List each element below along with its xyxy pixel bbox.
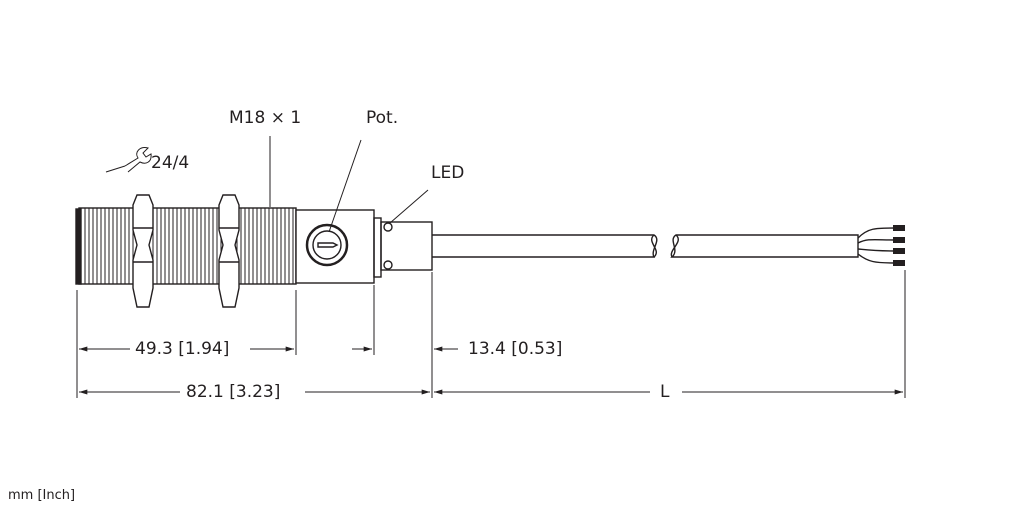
wrench-size-label: 24/4 [151, 153, 190, 173]
wrench-icon [124, 147, 152, 173]
sensor-face [75, 208, 82, 285]
cable-end [670, 234, 859, 258]
threaded-body [78, 207, 297, 285]
potentiometer[interactable] [305, 223, 349, 267]
cable-break-left [651, 234, 657, 258]
nut-1 [132, 194, 154, 308]
led-label: LED [431, 163, 465, 183]
thread-label: M18 × 1 [229, 108, 302, 128]
pot-label: Pot. [366, 108, 399, 128]
connector-sleeve [380, 221, 433, 271]
dim-cable-length: L [660, 382, 670, 402]
nut-2 [218, 194, 240, 308]
dim-total-length: 82.1 [3.23] [186, 382, 281, 402]
collar [373, 217, 382, 278]
cable [432, 234, 658, 258]
dim-connector-length: 13.4 [0.53] [468, 339, 563, 359]
units-note: mm [Inch] [8, 488, 76, 503]
dim-thread-length: 49.3 [1.94] [135, 339, 230, 359]
wires [857, 225, 905, 266]
led-indicator [383, 222, 393, 232]
